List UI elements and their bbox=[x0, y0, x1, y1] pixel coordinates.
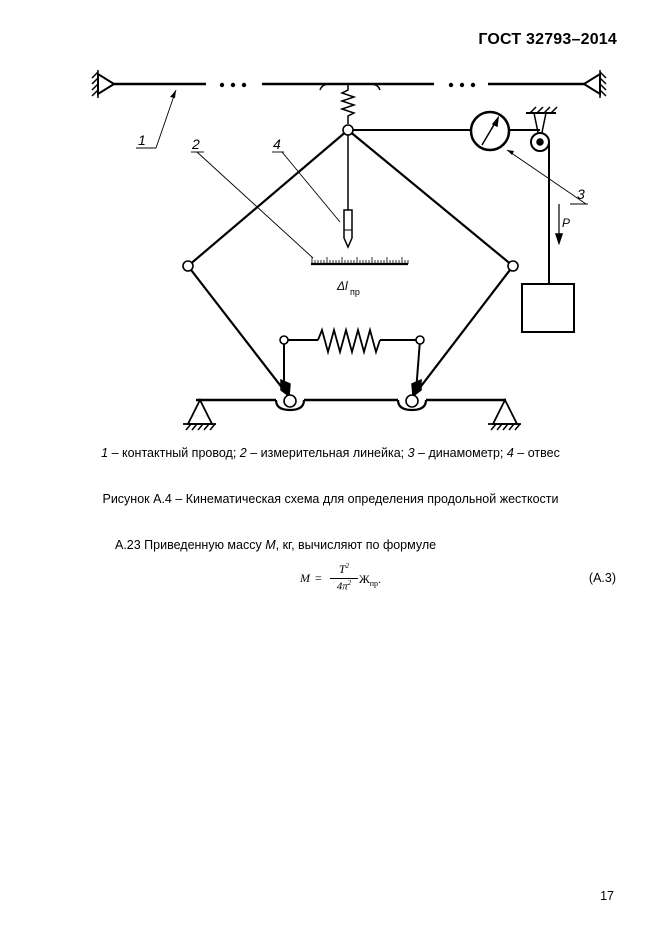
figure-caption: Рисунок А.4 – Кинематическая схема для о… bbox=[102, 492, 559, 506]
callout-1: 1 bbox=[138, 132, 146, 148]
left-wire-anchor bbox=[91, 70, 115, 98]
right-wire-anchor bbox=[583, 70, 607, 98]
top-spring bbox=[339, 84, 357, 124]
callout-2: 2 bbox=[191, 136, 200, 152]
force-label: P bbox=[562, 216, 570, 230]
right-support bbox=[488, 397, 521, 431]
clause-paragraph: А.23 Приведенную массу М, кг, вычисляют … bbox=[115, 538, 437, 552]
left-support bbox=[183, 397, 216, 431]
equation-number: (А.3) bbox=[588, 571, 616, 585]
document-header: ГОСТ 32793–2014 bbox=[478, 31, 617, 48]
bottom-spring-assembly bbox=[283, 326, 421, 393]
base-beam bbox=[196, 398, 506, 412]
page-number: 17 bbox=[600, 889, 614, 903]
wire-continuation-dots bbox=[219, 82, 476, 88]
callout-4: 4 bbox=[273, 136, 281, 152]
plumb-bob bbox=[343, 209, 353, 249]
delta-label: Δl bbox=[336, 279, 348, 293]
callout-leaders bbox=[136, 89, 588, 259]
figure-legend: 1 – контактный провод; 2 – измерительная… bbox=[101, 446, 560, 460]
frame-links bbox=[187, 129, 514, 399]
weight bbox=[521, 283, 575, 333]
hinge-joints bbox=[182, 124, 519, 408]
wire-clamp bbox=[319, 83, 381, 91]
callout-3: 3 bbox=[577, 186, 585, 202]
delta-subscript: пр bbox=[350, 287, 360, 297]
formula-fraction: T2 4π2 bbox=[330, 562, 358, 593]
measuring-ruler bbox=[311, 257, 409, 266]
mass-formula: M = T2 4π2 Жпр. bbox=[300, 562, 382, 593]
kinematic-diagram: 1 2 4 3 P Δl пр bbox=[91, 70, 607, 431]
